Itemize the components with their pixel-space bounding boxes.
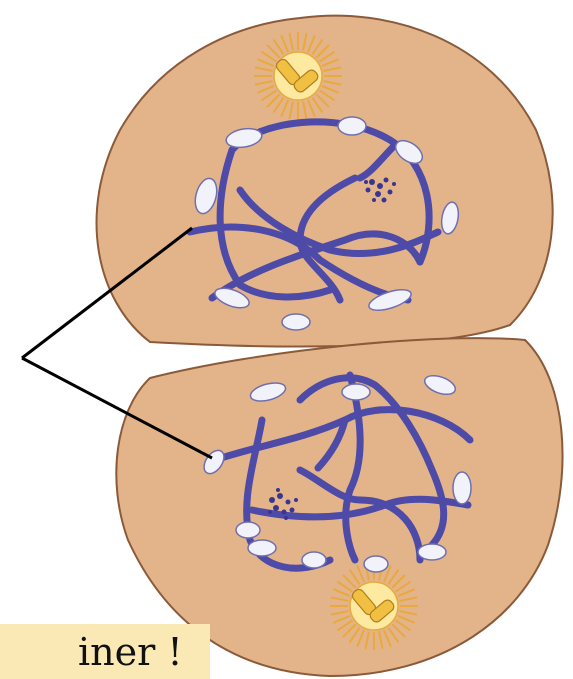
nuclear-envelope-vesicle-icon (418, 544, 446, 560)
nuclear-envelope-vesicle-icon (453, 472, 471, 504)
nuclear-envelope-vesicle-icon (282, 314, 310, 330)
nuclear-envelope-vesicle-icon (364, 556, 388, 572)
caption-text: iner ! (78, 630, 183, 674)
nuclear-envelope-vesicle-icon (248, 540, 276, 556)
centrosome-icon (330, 562, 418, 650)
nuclear-envelope-vesicle-icon (302, 552, 326, 568)
nuclear-envelope-vesicle-icon (342, 384, 370, 400)
nuclear-envelope-vesicle-icon (236, 522, 260, 538)
nuclear-envelope-vesicle-icon (338, 117, 366, 135)
caption-box: iner ! (0, 624, 210, 679)
centrosome-icon (254, 32, 342, 120)
